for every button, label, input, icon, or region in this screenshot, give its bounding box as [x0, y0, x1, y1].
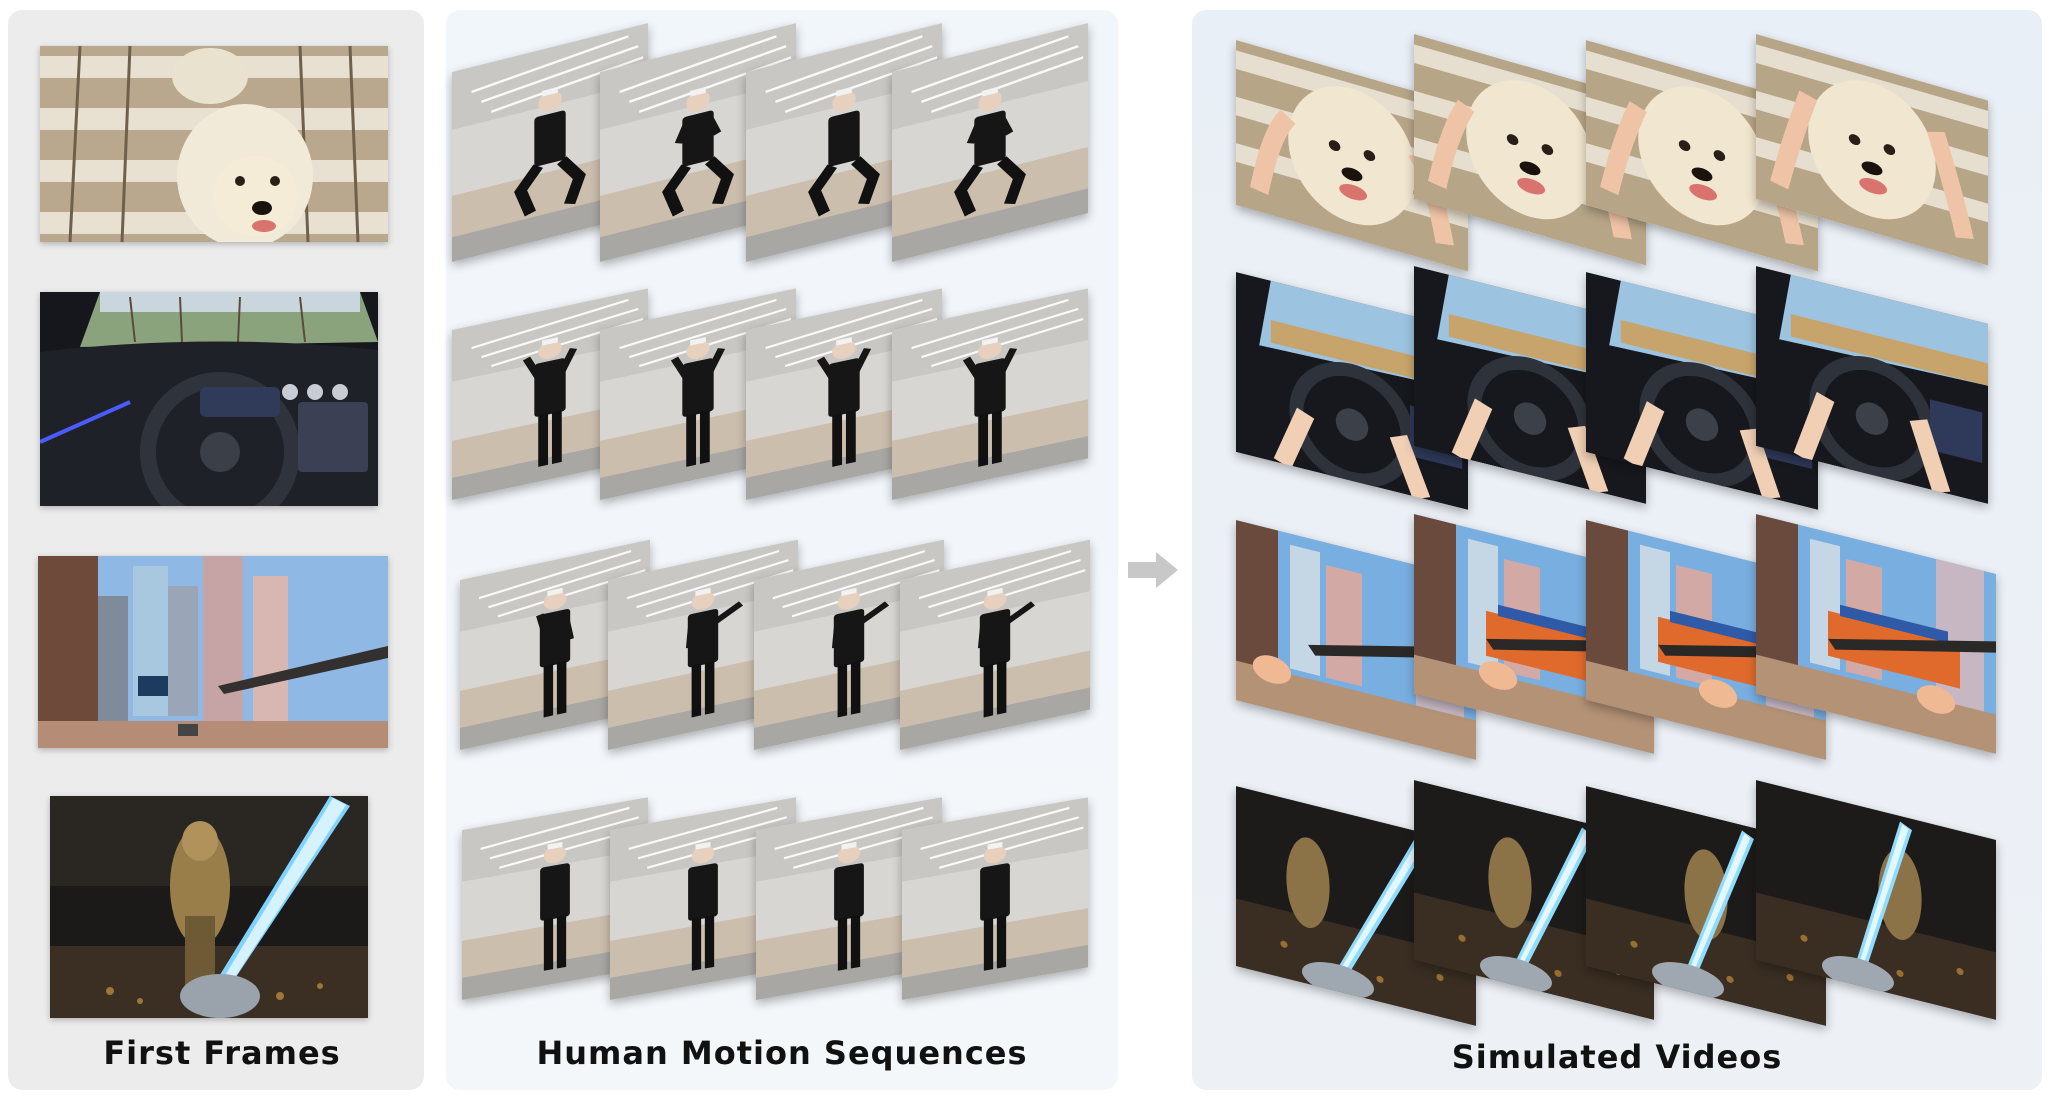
motion-frame — [892, 288, 1088, 500]
first-frame-car — [40, 292, 378, 506]
motion-frame — [756, 797, 942, 1000]
motion-frame — [610, 797, 796, 1000]
motion-frame — [754, 539, 944, 750]
simulated-frame — [1756, 34, 1988, 266]
first-frame-knight — [50, 796, 368, 1018]
caption-simulated-videos: Simulated Videos — [1451, 1038, 1783, 1076]
first-frame-dog — [40, 46, 388, 242]
simulated-frame — [1756, 780, 1996, 1020]
caption-human-motion: Human Motion Sequences — [536, 1034, 1028, 1072]
motion-frame — [902, 797, 1088, 1000]
first-frame-city — [38, 556, 388, 748]
simulated-frame — [1236, 40, 1468, 272]
simulated-frame — [1756, 266, 1988, 504]
motion-frame — [608, 539, 798, 750]
motion-frame — [452, 288, 648, 500]
motion-frame — [892, 23, 1088, 262]
right-arrow-icon — [1128, 552, 1178, 588]
caption-first-frames: First Frames — [103, 1034, 341, 1072]
simulated-frame — [1586, 786, 1826, 1026]
motion-frame — [460, 539, 650, 750]
motion-frame — [452, 23, 648, 262]
simulated-frame — [1756, 514, 1996, 754]
motion-frame — [900, 539, 1090, 750]
motion-frame — [462, 797, 648, 1000]
